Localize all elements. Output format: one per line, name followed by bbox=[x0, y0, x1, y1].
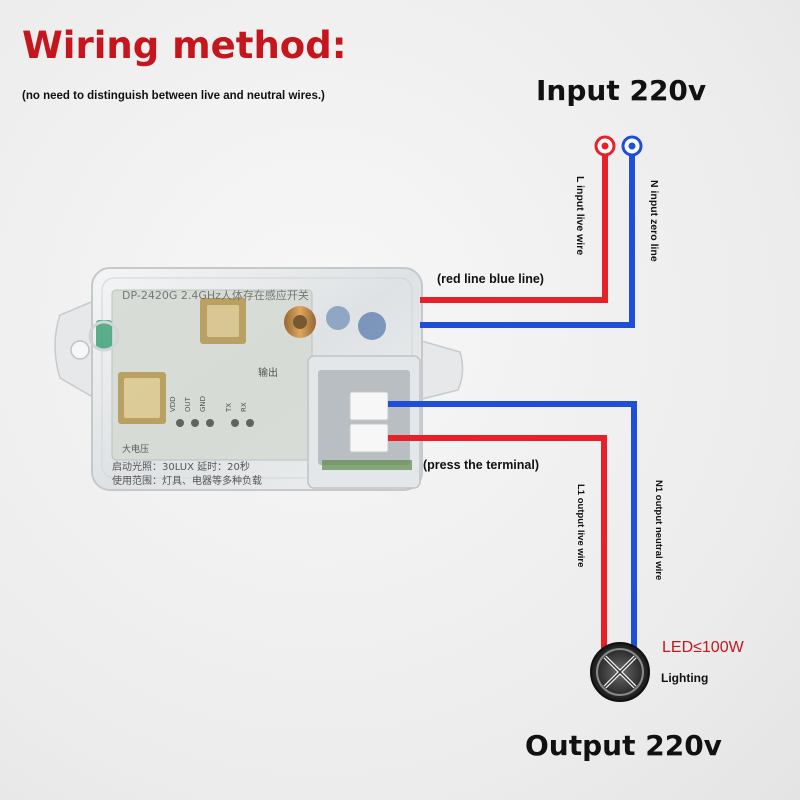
l-input-wire bbox=[420, 146, 608, 303]
board-print-line1: 启动光照：30LUX 延时：20秒 bbox=[112, 460, 250, 473]
lighting-label: Lighting bbox=[661, 671, 709, 685]
output-voltage-label: Output 220v bbox=[525, 729, 722, 762]
mounting-ear-right bbox=[417, 339, 464, 401]
led-power-rating: LED≤100W bbox=[662, 639, 744, 656]
board-pin-rx: RX bbox=[240, 402, 248, 412]
board-print: DP-2420G 2.4GHz人体存在感应开关 VDD OUT GND TX R… bbox=[112, 288, 309, 487]
circuit-board bbox=[88, 289, 386, 461]
board-pin-vdd: VDD bbox=[169, 396, 177, 412]
board-pin-out: OUT bbox=[184, 396, 192, 412]
board-pin-gnd: GND bbox=[199, 396, 207, 412]
l1-output-wire bbox=[388, 435, 607, 655]
lamp-icon bbox=[590, 642, 650, 702]
mounting-ear-left bbox=[54, 298, 99, 402]
board-pin-tx: TX bbox=[225, 403, 233, 413]
board-print-top: DP-2420G 2.4GHz人体存在感应开关 bbox=[122, 288, 309, 302]
board-chip-label: 大电压 bbox=[122, 443, 149, 455]
l-input-label: L input live wire bbox=[574, 176, 586, 256]
input-wire-note: (red line blue line) bbox=[437, 272, 544, 286]
n-input-label: N input zero line bbox=[648, 180, 660, 262]
l1-output-label: L1 output live wire bbox=[575, 484, 586, 568]
n1-output-label: N1 output neutral wire bbox=[653, 480, 664, 581]
terminal-note: (press the terminal) bbox=[423, 458, 540, 472]
terminal-block bbox=[307, 355, 421, 489]
input-terminal-neutral bbox=[621, 135, 643, 157]
board-side-text: 输出 bbox=[258, 366, 278, 379]
input-terminal-live bbox=[594, 135, 616, 157]
n1-output-wire bbox=[388, 401, 637, 655]
n-input-wire bbox=[420, 146, 635, 328]
page-title: Wiring method: bbox=[22, 24, 347, 67]
input-voltage-label: Input 220v bbox=[536, 74, 707, 107]
page-subtitle: (no need to distinguish between live and… bbox=[22, 90, 325, 102]
board-print-line2: 使用范围：灯具、电器等多种负载 bbox=[112, 474, 262, 487]
